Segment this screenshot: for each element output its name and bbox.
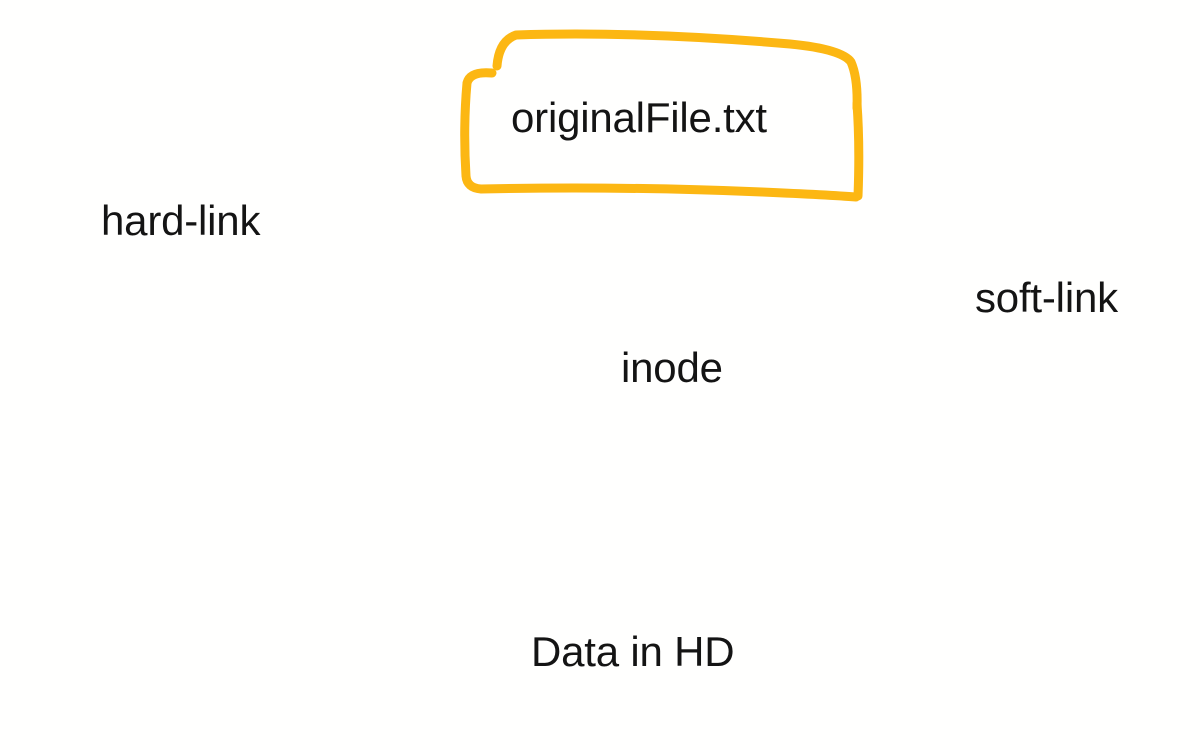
node-label-data-in-hd: Data in HD	[531, 628, 735, 675]
box-stroke-top	[492, 29, 862, 113]
node-label-original-file: originalFile.txt	[511, 94, 767, 141]
node-label-hard-link: hard-link	[101, 197, 261, 244]
node-box-original-file[interactable]	[460, 29, 864, 202]
node-label-soft-link: soft-link	[975, 274, 1118, 321]
box-stroke-left-bottom	[460, 68, 861, 202]
box-stroke-right	[852, 99, 864, 201]
node-label-inode: inode	[621, 344, 723, 391]
